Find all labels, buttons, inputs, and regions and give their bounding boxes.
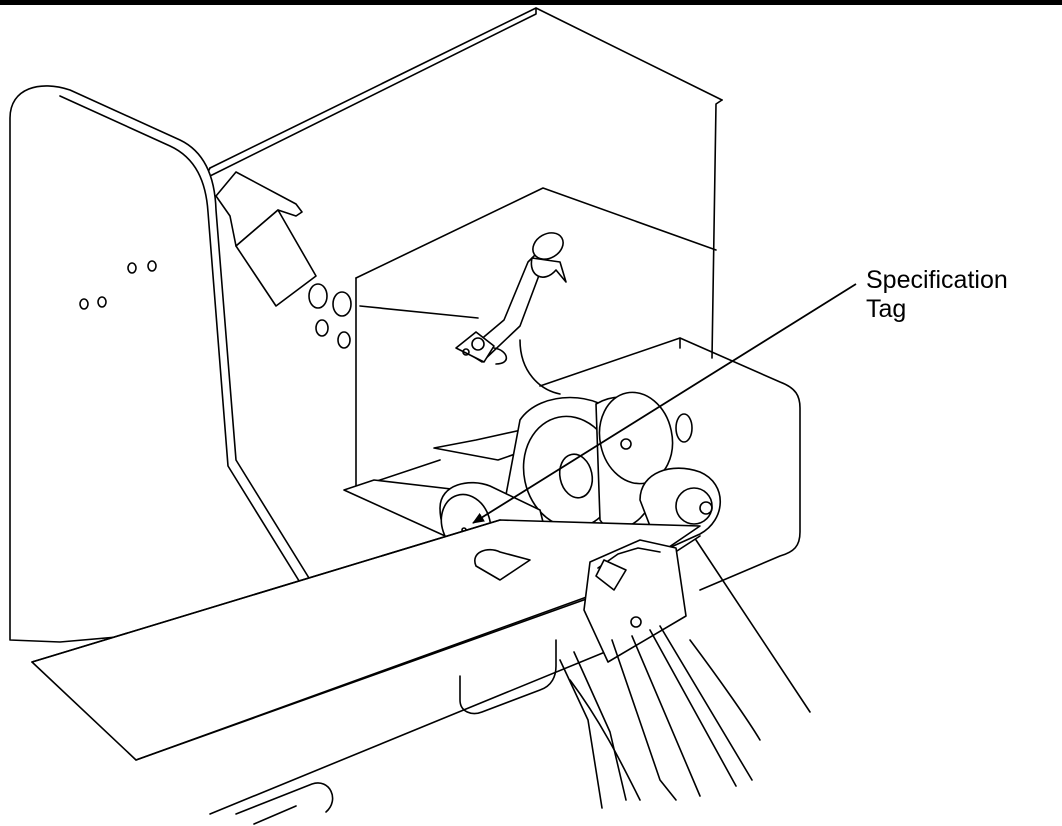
upper-bracket xyxy=(215,171,317,307)
side-plate xyxy=(9,85,334,643)
lower-housing xyxy=(539,337,801,591)
base-foot xyxy=(235,782,334,825)
callout-leader-arrow xyxy=(472,283,857,524)
arm-clamp xyxy=(583,539,687,663)
callout-line-2: Tag xyxy=(866,295,907,323)
support-legs xyxy=(459,625,761,809)
latch-lever xyxy=(455,232,567,365)
top-border-rule xyxy=(0,0,1062,5)
housing-box xyxy=(205,7,723,489)
specification-tag-callout: Specification Tag xyxy=(866,266,1008,324)
boom-arm xyxy=(31,519,811,815)
mounting-holes xyxy=(308,283,352,349)
callout-line-1: Specification xyxy=(866,266,1008,294)
